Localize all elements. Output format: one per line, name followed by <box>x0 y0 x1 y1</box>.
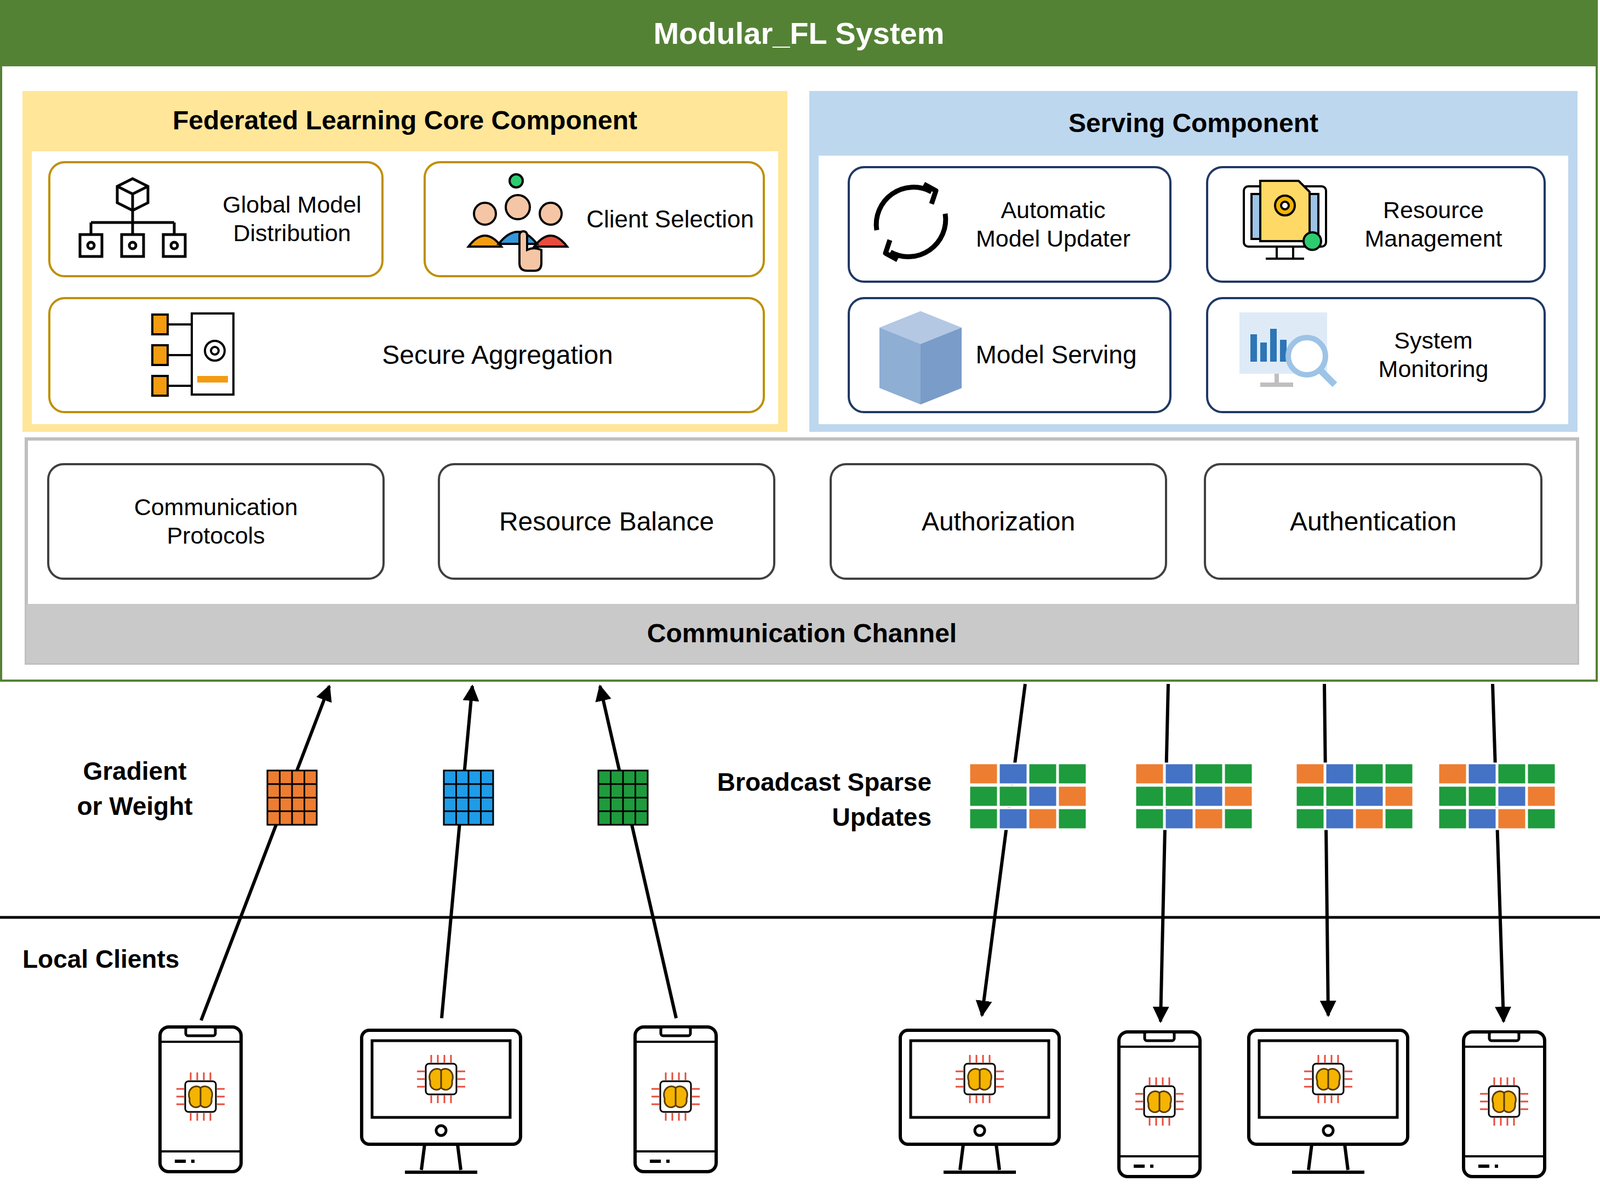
box-label: Federated Learning Core Component <box>172 104 638 137</box>
text-region: Modular_FL System <box>0 0 1598 67</box>
text-region: Communication Protocols <box>96 463 336 580</box>
component-box: Authentication <box>1203 463 1543 580</box>
component-box: Serving ComponentAutomatic Model Updater… <box>809 90 1578 432</box>
box-label: Global Model Distribution <box>207 190 377 248</box>
box-label: Model Serving <box>975 339 1137 370</box>
box-label: Serving Component <box>1068 107 1319 140</box>
component-box: Federated Learning Core ComponentGlobal … <box>22 90 788 432</box>
component-box: Resource Balance <box>437 463 776 580</box>
component-box: Client Selection <box>423 161 765 278</box>
text-region: Authorization <box>851 463 1146 580</box>
component-box: Model Serving <box>847 296 1172 414</box>
annotation-label: Local Clients <box>22 941 242 977</box>
box-label: Secure Aggregation <box>381 339 614 371</box>
component-box: Authorization <box>829 463 1168 580</box>
text-region: Federated Learning Core Component <box>22 90 788 151</box>
text-region: Model Serving <box>972 296 1140 414</box>
component-box: Resource Management <box>1206 166 1546 283</box>
component-box: Modular_FL SystemFederated Learning Core… <box>0 0 1598 682</box>
text-region: Resource Management <box>1337 166 1530 283</box>
box-label: System Monitoring <box>1337 326 1530 384</box>
system-title: Modular_FL System <box>653 14 945 52</box>
box-label: Automatic Model Updater <box>969 196 1137 253</box>
box-label: Communication Protocols <box>96 493 336 550</box>
component-box: System Monitoring <box>1206 296 1546 414</box>
annotation-label: Broadcast Sparse Updates <box>706 764 932 836</box>
text-region: Global Model Distribution <box>207 161 377 278</box>
box-label: Resource Balance <box>499 505 714 538</box>
component-box: Secure Aggregation <box>48 296 765 414</box>
text-region: Communication Channel <box>26 603 1578 664</box>
component-box: Communication Channel Communication Proto… <box>26 438 1578 664</box>
text-region: Resource Balance <box>459 463 754 580</box>
text-region: Client Selection <box>582 161 758 278</box>
text-region: Authentication <box>1225 463 1521 580</box>
box-label: Communication Channel <box>647 617 957 650</box>
component-box: Automatic Model Updater <box>847 166 1172 283</box>
text-region: System Monitoring <box>1337 296 1530 414</box>
text-region: Automatic Model Updater <box>969 166 1137 283</box>
annotation-label: Gradient or Weight <box>69 753 201 825</box>
box-label: Authorization <box>921 505 1076 538</box>
box-label: Resource Management <box>1337 196 1530 253</box>
component-box: Communication Protocols <box>47 463 385 580</box>
box-label: Client Selection <box>586 204 754 234</box>
text-region: Serving Component <box>809 90 1578 156</box>
box-label: Authentication <box>1289 505 1457 538</box>
component-box: Global Model Distribution <box>48 161 384 278</box>
text-region: Secure Aggregation <box>250 296 745 414</box>
